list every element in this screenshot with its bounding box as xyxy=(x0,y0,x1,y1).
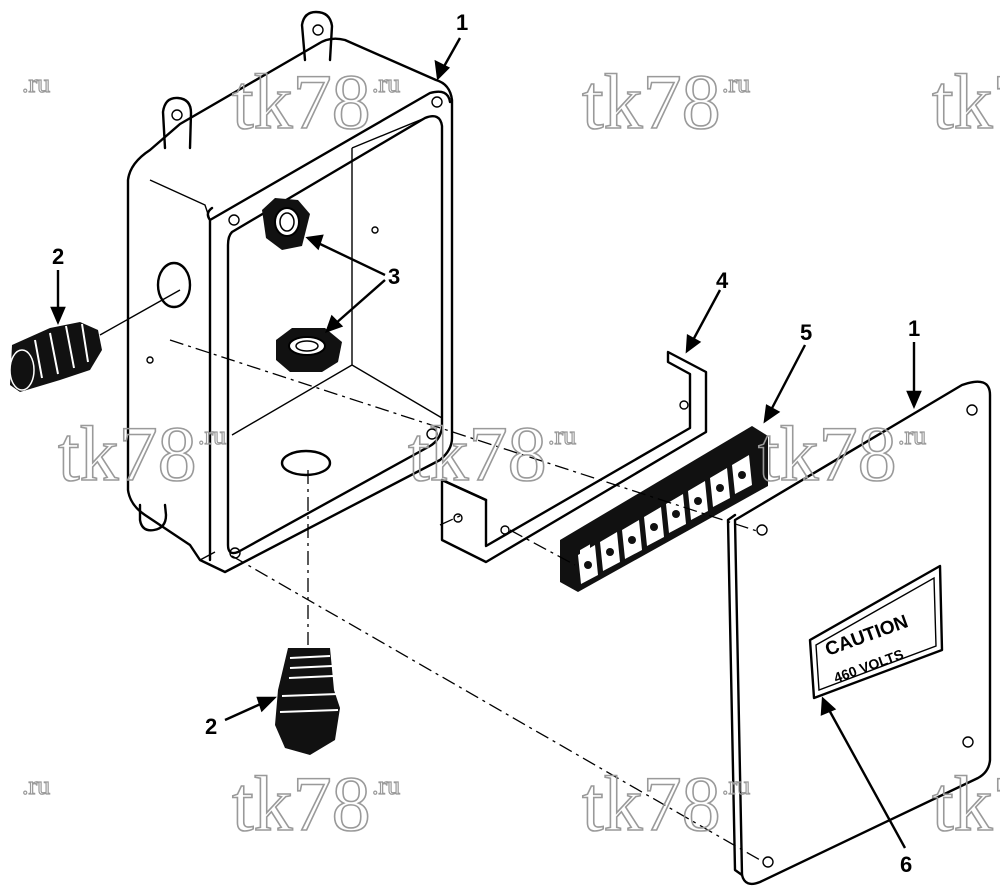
callout-caution-plate: 6 xyxy=(900,852,912,877)
caution-plate: CAUTION 460 VOLTS xyxy=(808,564,944,700)
callout-labels: 1 2 3 4 5 1 2 6 xyxy=(52,10,920,877)
watermark-suffix: .ru xyxy=(548,421,576,450)
watermark: tk78 xyxy=(932,760,1000,847)
junction-box-cover xyxy=(726,380,992,886)
locknut-upper xyxy=(262,198,310,250)
watermark-suffix: .ru xyxy=(372,69,400,98)
watermark-suffix: .ru xyxy=(198,421,226,450)
terminal-strip xyxy=(560,426,768,592)
locknut-lower xyxy=(276,328,342,372)
watermark-suffix: .ru xyxy=(722,771,750,800)
leader-arrows xyxy=(50,37,922,849)
alignment-lines xyxy=(169,339,761,861)
watermark: tk78 xyxy=(408,410,547,497)
watermark-suffix: .ru xyxy=(898,421,926,450)
watermark: tk78 xyxy=(582,760,721,847)
watermark: tk78 xyxy=(58,410,197,497)
callout-terminal-strip: 5 xyxy=(800,320,812,345)
watermark: tk78 xyxy=(582,58,721,145)
callout-bracket: 4 xyxy=(716,268,729,293)
cable-fitting-left xyxy=(9,289,181,392)
watermark: tk78 xyxy=(932,58,1000,145)
callout-fitting-left: 2 xyxy=(52,244,64,269)
cable-fitting-bottom xyxy=(275,470,340,755)
watermark-suffix: .ru xyxy=(372,771,400,800)
watermark: tk78 xyxy=(232,760,371,847)
watermark: tk78 xyxy=(232,58,371,145)
watermark-suffix: .ru xyxy=(22,771,50,800)
watermark-suffix: .ru xyxy=(722,69,750,98)
callout-box-top: 1 xyxy=(456,10,468,35)
callout-cover: 1 xyxy=(908,316,920,341)
watermark-layer: tk78 .ru tk78 .ru tk78 .ru tk78 .ru tk78… xyxy=(21,57,1000,848)
callout-fitting-bottom: 2 xyxy=(205,714,217,739)
mounting-bracket xyxy=(440,350,708,564)
callout-locknut: 3 xyxy=(388,264,400,289)
watermark: tk78 xyxy=(758,410,897,497)
watermark-suffix: .ru xyxy=(22,69,50,98)
junction-box xyxy=(126,10,454,574)
